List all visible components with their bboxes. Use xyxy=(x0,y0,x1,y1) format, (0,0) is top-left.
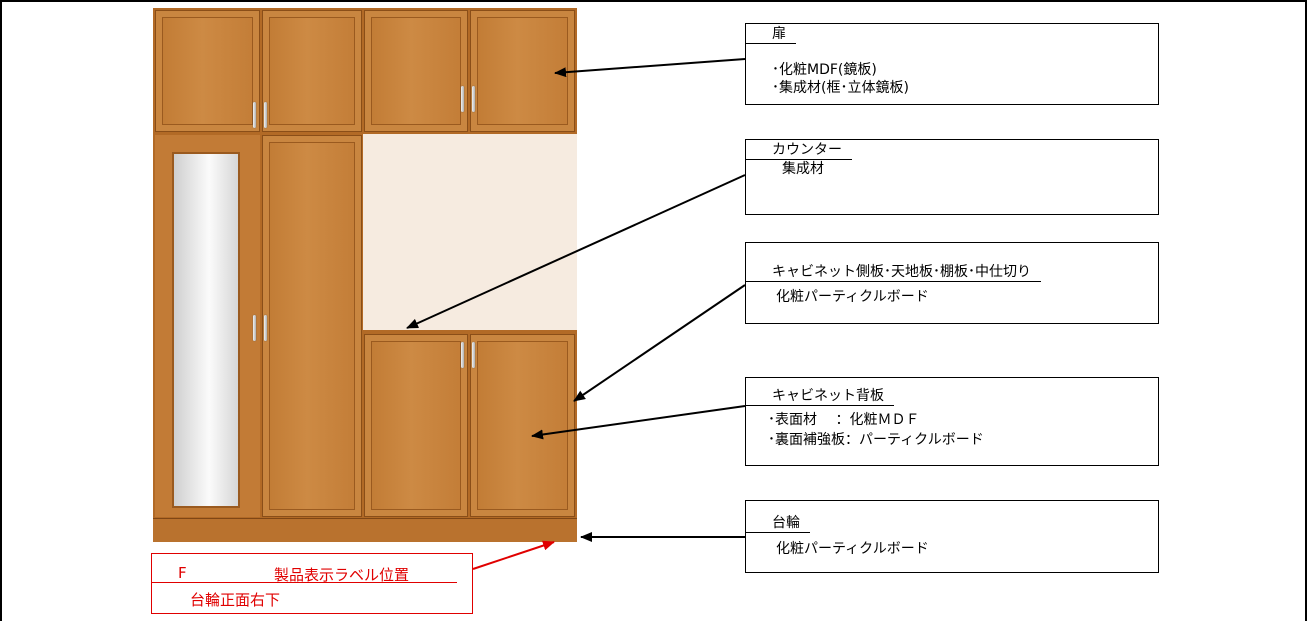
plinth-seam xyxy=(153,518,577,519)
product-label-callout: F 製品表示ラベル位置 台輪正面右下 xyxy=(151,553,473,614)
callout-cabinet-side-title: キャビネット側板･天地板･棚板･中仕切り xyxy=(746,264,1041,282)
arrow-cabinet-back xyxy=(531,405,746,440)
callout-counter-title: カウンター xyxy=(746,142,852,160)
product-label-prefix: F xyxy=(178,564,187,582)
mirror xyxy=(172,152,240,508)
callout-base: 台輪 化粧パーティクルボード xyxy=(745,500,1159,573)
handle xyxy=(472,86,475,112)
callout-door-title: 扉 xyxy=(746,26,796,44)
tall-door-panel xyxy=(262,135,362,517)
callout-counter: カウンター 集成材 xyxy=(745,139,1159,215)
arrow-product-label xyxy=(472,540,555,570)
product-label-title-row: F 製品表示ラベル位置 xyxy=(152,564,457,584)
callout-door-line-2: ･集成材(框･立体鏡板) xyxy=(772,80,909,96)
upper-door-1 xyxy=(155,10,260,132)
arrow-cabinet-side xyxy=(573,284,746,402)
arrow-door xyxy=(554,58,746,78)
callout-cabinet-side-line-1: 化粧パーティクルボード xyxy=(776,289,929,305)
callout-cabinet-back-title: キャビネット背板 xyxy=(746,388,894,406)
callout-cabinet-side: キャビネット側板･天地板･棚板･中仕切り 化粧パーティクルボード xyxy=(745,242,1159,324)
lower-door-1 xyxy=(364,334,468,517)
upper-door-3 xyxy=(364,10,468,132)
base-plinth xyxy=(153,519,577,542)
lower-door-2 xyxy=(470,334,575,517)
callout-cabinet-back-line-2: ･裏面補強板：パーティクルボード xyxy=(768,432,984,448)
handle xyxy=(461,86,464,112)
callout-counter-line-1: 集成材 xyxy=(782,161,824,177)
callout-base-title: 台輪 xyxy=(746,515,810,533)
callout-cabinet-back-line-1: ･表面材 ：化粧ＭＤＦ xyxy=(768,412,920,428)
arrow-counter xyxy=(406,174,746,329)
handle xyxy=(253,102,256,128)
upper-door-2 xyxy=(262,10,362,132)
handle xyxy=(264,315,267,341)
callout-cabinet-back: キャビネット背板 ･表面材 ：化粧ＭＤＦ ･裏面補強板：パーティクルボード xyxy=(745,377,1159,466)
callout-base-line-1: 化粧パーティクルボード xyxy=(776,541,929,557)
handle xyxy=(253,315,256,341)
callout-door-line-1: ･化粧MDF(鏡板) xyxy=(772,62,877,78)
handle xyxy=(461,342,464,368)
handle xyxy=(264,102,267,128)
product-label-title: 製品表示ラベル位置 xyxy=(274,566,410,584)
product-label-line: 台輪正面右下 xyxy=(190,591,281,609)
handle xyxy=(472,342,475,368)
callout-door: 扉 ･化粧MDF(鏡板) ･集成材(框･立体鏡板) xyxy=(745,23,1159,105)
counter-opening xyxy=(363,134,577,330)
